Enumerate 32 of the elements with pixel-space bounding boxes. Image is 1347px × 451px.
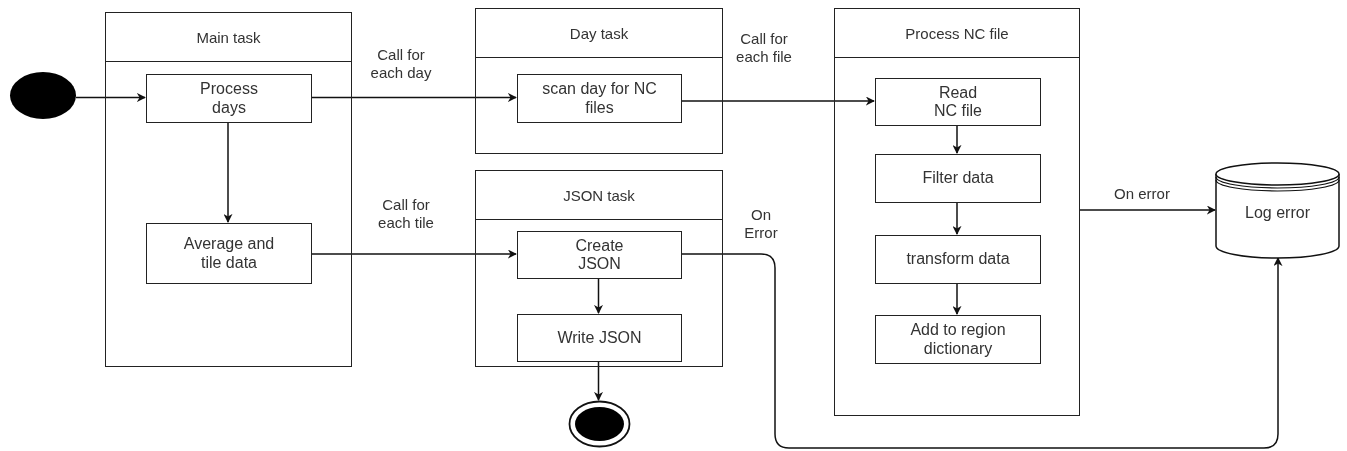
lane-title: Day task <box>476 9 722 58</box>
arrow <box>310 93 517 102</box>
arrow <box>952 124 962 154</box>
arrow <box>680 96 875 106</box>
lane-title: Main task <box>106 13 351 62</box>
swimlane-container <box>475 8 723 154</box>
arrow <box>952 201 962 235</box>
action-box: Read NC file <box>875 78 1041 126</box>
action-box: Add to region dictionary <box>875 315 1041 364</box>
end-node <box>568 400 631 448</box>
lane-title: JSON task <box>476 171 722 220</box>
swimlane-container <box>475 170 723 367</box>
arrow <box>75 93 146 102</box>
arrow <box>594 277 603 314</box>
action-box: scan day for NC files <box>517 74 682 123</box>
action-box: transform data <box>875 235 1041 284</box>
action-box: Average and tile data <box>146 223 312 284</box>
action-box: Process days <box>146 74 312 123</box>
swimlane-container <box>834 8 1080 416</box>
arrow <box>223 121 233 223</box>
arrow <box>1079 205 1216 215</box>
arrow <box>310 249 517 259</box>
action-box: Write JSON <box>517 314 682 362</box>
lane-title: Process NC file <box>835 9 1079 58</box>
start-node <box>10 72 76 119</box>
action-box: Create JSON <box>517 231 682 279</box>
swimlane-container <box>105 12 352 367</box>
node-label: Log error <box>1244 204 1311 222</box>
action-box: Filter data <box>875 154 1041 203</box>
arrow <box>680 253 1283 449</box>
arrow <box>594 360 603 401</box>
arrow <box>952 282 962 315</box>
